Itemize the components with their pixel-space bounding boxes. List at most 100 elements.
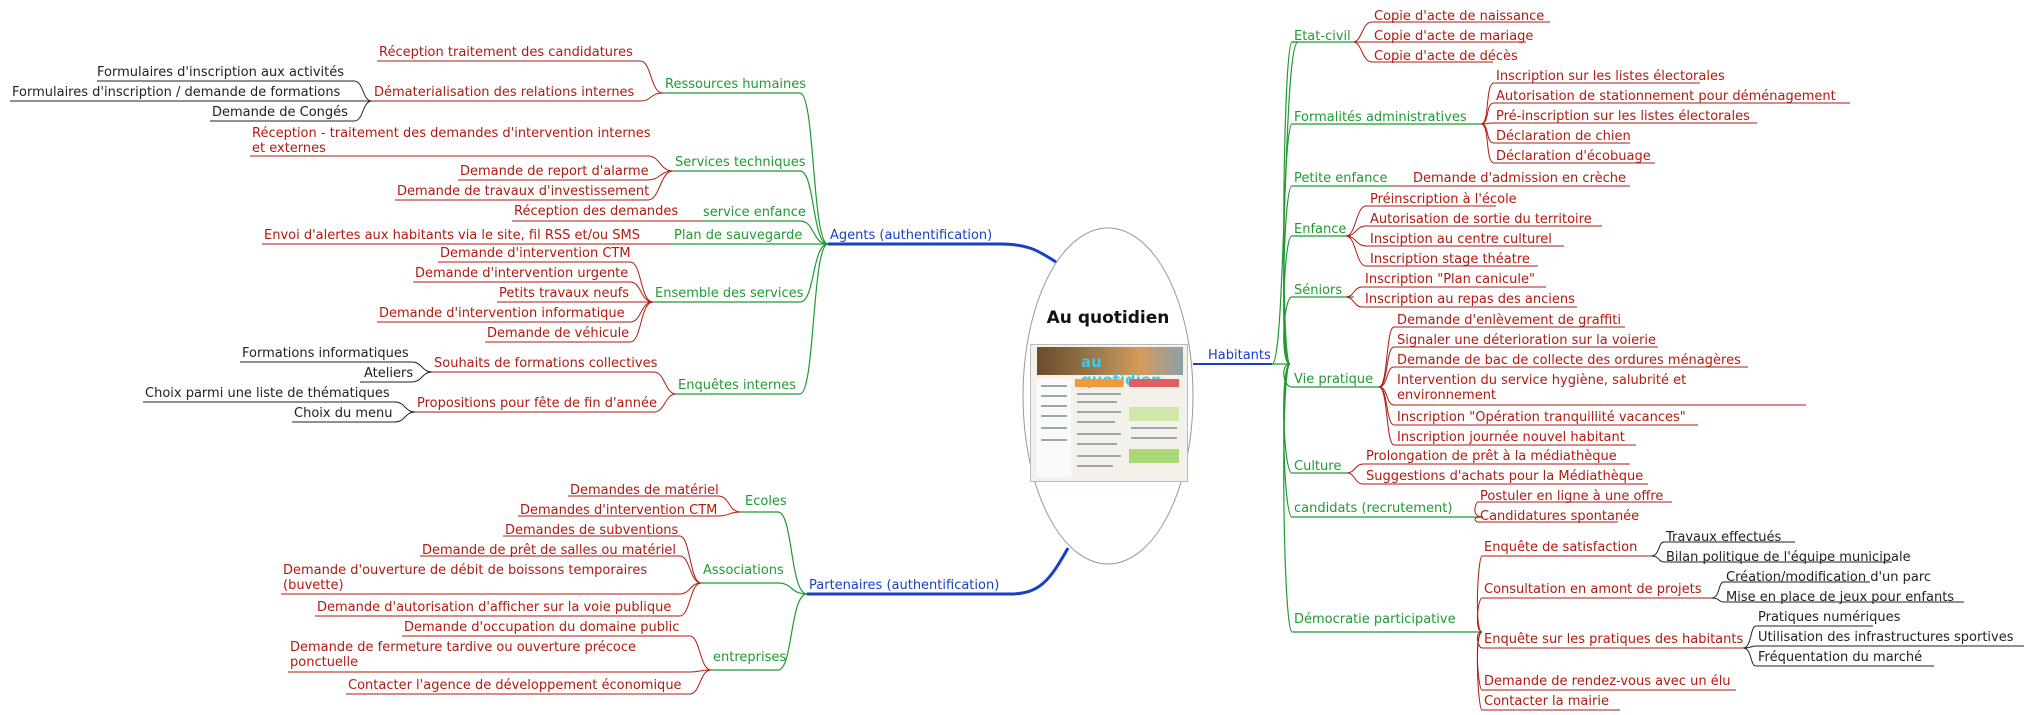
leaf-autorisation-stationnement[interactable]: Autorisation de stationnement pour démén… <box>1496 89 1836 104</box>
leaf-demandes-intervention-ctm[interactable]: Demandes d'intervention CTM <box>520 503 718 518</box>
node-souhaits-formations[interactable]: Souhaits de formations collectives <box>434 356 658 371</box>
leaf-preinscription-listes[interactable]: Pré-inscription sur les listes électoral… <box>1496 109 1750 124</box>
thumbnail-text-line <box>1131 437 1177 439</box>
leaf-intervention-urgente[interactable]: Demande d'intervention urgente <box>415 266 629 281</box>
leaf-jeux-enfants[interactable]: Mise en place de jeux pour enfants <box>1726 590 1955 605</box>
thumbnail-text-line <box>1077 443 1117 445</box>
node-consultation-projets[interactable]: Consultation en amont de projets <box>1484 582 1702 597</box>
leaf-reception-candidatures[interactable]: Réception traitement des candidatures <box>379 45 633 60</box>
node-enfance[interactable]: Enfance <box>1294 222 1347 237</box>
node-seniors[interactable]: Séniors <box>1294 283 1343 298</box>
node-democratie-participative[interactable]: Démocratie participative <box>1294 612 1456 627</box>
leaf-agence-developpement[interactable]: Contacter l'agence de développement écon… <box>348 678 682 693</box>
leaf-acte-naissance[interactable]: Copie d'acte de naissance <box>1374 9 1545 24</box>
leaf-preinscription-ecole[interactable]: Préinscription à l'école <box>1370 192 1517 207</box>
node-ensemble-des-services[interactable]: Ensemble des services <box>655 286 804 301</box>
node-services-techniques[interactable]: Services techniques <box>675 155 806 170</box>
leaf-journee-nouvel-habitant[interactable]: Inscription journée nouvel habitant <box>1397 430 1625 445</box>
thumbnail-text-line <box>1077 455 1121 457</box>
leaf-debit-boissons[interactable]: Demande d'ouverture de débit de boissons… <box>283 563 648 593</box>
leaf-demande-conges[interactable]: Demande de Congés <box>212 105 348 120</box>
node-dematerialisation[interactable]: Dématerialisation des relations internes <box>374 85 635 100</box>
leaf-reception-des-demandes[interactable]: Réception des demandes <box>514 204 679 219</box>
leaf-autorisation-afficher[interactable]: Demande d'autorisation d'afficher sur la… <box>317 600 672 615</box>
node-service-enfance[interactable]: service enfance <box>703 205 806 220</box>
leaf-choix-thematiques[interactable]: Choix parmi une liste de thématiques <box>145 386 390 401</box>
thumbnail-text-line <box>1131 427 1177 429</box>
node-culture[interactable]: Culture <box>1294 459 1342 474</box>
leaf-contacter-mairie[interactable]: Contacter la mairie <box>1484 694 1609 709</box>
node-etat-civil[interactable]: Etat-civil <box>1294 29 1351 44</box>
leaf-formulaires-activites[interactable]: Formulaires d'inscription aux activités <box>97 65 345 80</box>
node-enquete-satisfaction[interactable]: Enquête de satisfaction <box>1484 540 1638 555</box>
leaf-candidatures-spontanee[interactable]: Candidatures spontanée <box>1480 509 1640 524</box>
leaf-prolongation-pret[interactable]: Prolongation de prêt à la médiathèque <box>1366 449 1617 464</box>
leaf-acte-mariage[interactable]: Copie d'acte de mariage <box>1374 29 1534 44</box>
leaf-occupation-domaine-public[interactable]: Demande d'occupation du domaine public <box>404 620 680 635</box>
node-associations[interactable]: Associations <box>703 563 784 578</box>
leaf-envoi-alertes[interactable]: Envoi d'alertes aux habitants via le sit… <box>264 228 641 243</box>
leaf-admission-creche[interactable]: Demande d'admission en crèche <box>1413 171 1627 186</box>
thumbnail-text-line <box>1041 405 1067 407</box>
leaf-ateliers[interactable]: Ateliers <box>364 366 414 381</box>
leaf-postuler-offre[interactable]: Postuler en ligne à une offre <box>1480 489 1664 504</box>
leaf-enlevement-graffiti[interactable]: Demande d'enlèvement de graffiti <box>1397 313 1621 328</box>
leaf-pret-salles[interactable]: Demande de prêt de salles ou matériel <box>422 543 677 558</box>
leaf-centre-culturel[interactable]: Insciption au centre culturel <box>1370 232 1552 247</box>
leaf-repas-anciens[interactable]: Inscription au repas des anciens <box>1365 292 1575 307</box>
thumbnail-orange-bar <box>1075 379 1123 387</box>
leaf-bilan-politique[interactable]: Bilan politique de l'équipe municipale <box>1666 550 1911 565</box>
leaf-creation-parc[interactable]: Création/modification d'un parc <box>1726 570 1932 585</box>
leaf-choix-menu[interactable]: Choix du menu <box>294 406 393 421</box>
leaf-declaration-chien[interactable]: Déclaration de chien <box>1496 129 1631 144</box>
connector-agents <box>828 242 1057 264</box>
leaf-demandes-subventions[interactable]: Demandes de subventions <box>505 523 679 538</box>
leaf-stage-theatre[interactable]: Inscription stage théatre <box>1370 252 1530 267</box>
leaf-rendez-vous-elu[interactable]: Demande de rendez-vous avec un élu <box>1484 674 1731 689</box>
leaf-intervention-informatique[interactable]: Demande d'intervention informatique <box>379 306 625 321</box>
leaf-tranquillite-vacances[interactable]: Inscription "Opération tranquillité vaca… <box>1397 410 1686 425</box>
leaf-sortie-territoire[interactable]: Autorisation de sortie du territoire <box>1370 212 1592 227</box>
node-habitants[interactable]: Habitants <box>1208 348 1271 363</box>
thumbnail-text-line <box>1077 411 1121 413</box>
central-node-title: Au quotidien <box>1046 308 1170 328</box>
leaf-deterioration-voierie[interactable]: Signaler une déterioration sur la voieri… <box>1397 333 1657 348</box>
node-ressources-humaines[interactable]: Ressources humaines <box>665 77 807 92</box>
leaf-formulaires-formations[interactable]: Formulaires d'inscription / demande de f… <box>12 85 341 100</box>
node-enquetes-internes[interactable]: Enquêtes internes <box>678 378 797 393</box>
thumbnail-text-line <box>1041 415 1067 417</box>
leaf-infrastructures-sportives[interactable]: Utilisation des infrastructures sportive… <box>1758 630 2014 645</box>
node-entreprises[interactable]: entreprises <box>713 650 787 665</box>
leaf-formations-informatiques[interactable]: Formations informatiques <box>242 346 409 361</box>
leaf-demandes-materiel[interactable]: Demandes de matériel <box>570 483 719 498</box>
leaf-service-hygiene[interactable]: Intervention du service hygiène, salubri… <box>1397 373 1687 403</box>
node-ecoles[interactable]: Ecoles <box>745 494 787 509</box>
site-thumbnail-image: au quotidien <box>1030 344 1188 482</box>
leaf-inscription-listes-electorales[interactable]: Inscription sur les listes électorales <box>1496 69 1725 84</box>
leaf-travaux-investissement[interactable]: Demande de travaux d'investissement <box>397 184 650 199</box>
leaf-acte-deces[interactable]: Copie d'acte de décès <box>1374 49 1518 64</box>
leaf-intervention-ctm[interactable]: Demande d'intervention CTM <box>440 246 631 261</box>
leaf-pratiques-numeriques[interactable]: Pratiques numériques <box>1758 610 1901 625</box>
leaf-demande-vehicule[interactable]: Demande de véhicule <box>487 326 630 341</box>
node-formalites-administratives[interactable]: Formalités administratives <box>1294 110 1467 125</box>
node-candidats-recrutement[interactable]: candidats (recrutement) <box>1294 501 1453 516</box>
leaf-petits-travaux-neufs[interactable]: Petits travaux neufs <box>499 286 630 301</box>
node-partenaires[interactable]: Partenaires (authentification) <box>809 578 1000 593</box>
leaf-plan-canicule[interactable]: Inscription "Plan canicule" <box>1365 272 1535 287</box>
node-vie-pratique[interactable]: Vie pratique <box>1294 372 1374 387</box>
node-enquete-pratiques[interactable]: Enquête sur les pratiques des habitants <box>1484 632 1744 647</box>
node-propositions-fete[interactable]: Propositions pour fête de fin d'année <box>417 396 657 411</box>
thumbnail-green-box <box>1129 407 1179 421</box>
leaf-suggestions-achats[interactable]: Suggestions d'achats pour la Médiathèque <box>1366 469 1644 484</box>
leaf-declaration-ecobuage[interactable]: Déclaration d'écobuage <box>1496 149 1651 164</box>
leaf-bac-collecte[interactable]: Demande de bac de collecte des ordures m… <box>1397 353 1741 368</box>
leaf-fermeture-tardive[interactable]: Demande de fermeture tardive ou ouvertur… <box>290 640 637 670</box>
node-plan-de-sauvegarde[interactable]: Plan de sauvegarde <box>674 228 803 243</box>
leaf-report-alarme[interactable]: Demande de report d'alarme <box>460 164 649 179</box>
leaf-reception-traitement-demandes[interactable]: Réception - traitement des demandes d'in… <box>252 126 651 156</box>
node-agents[interactable]: Agents (authentification) <box>830 228 993 243</box>
leaf-frequentation-marche[interactable]: Fréquentation du marché <box>1758 650 1923 665</box>
node-petite-enfance[interactable]: Petite enfance <box>1294 171 1388 186</box>
leaf-travaux-effectues[interactable]: Travaux effectués <box>1666 530 1782 545</box>
